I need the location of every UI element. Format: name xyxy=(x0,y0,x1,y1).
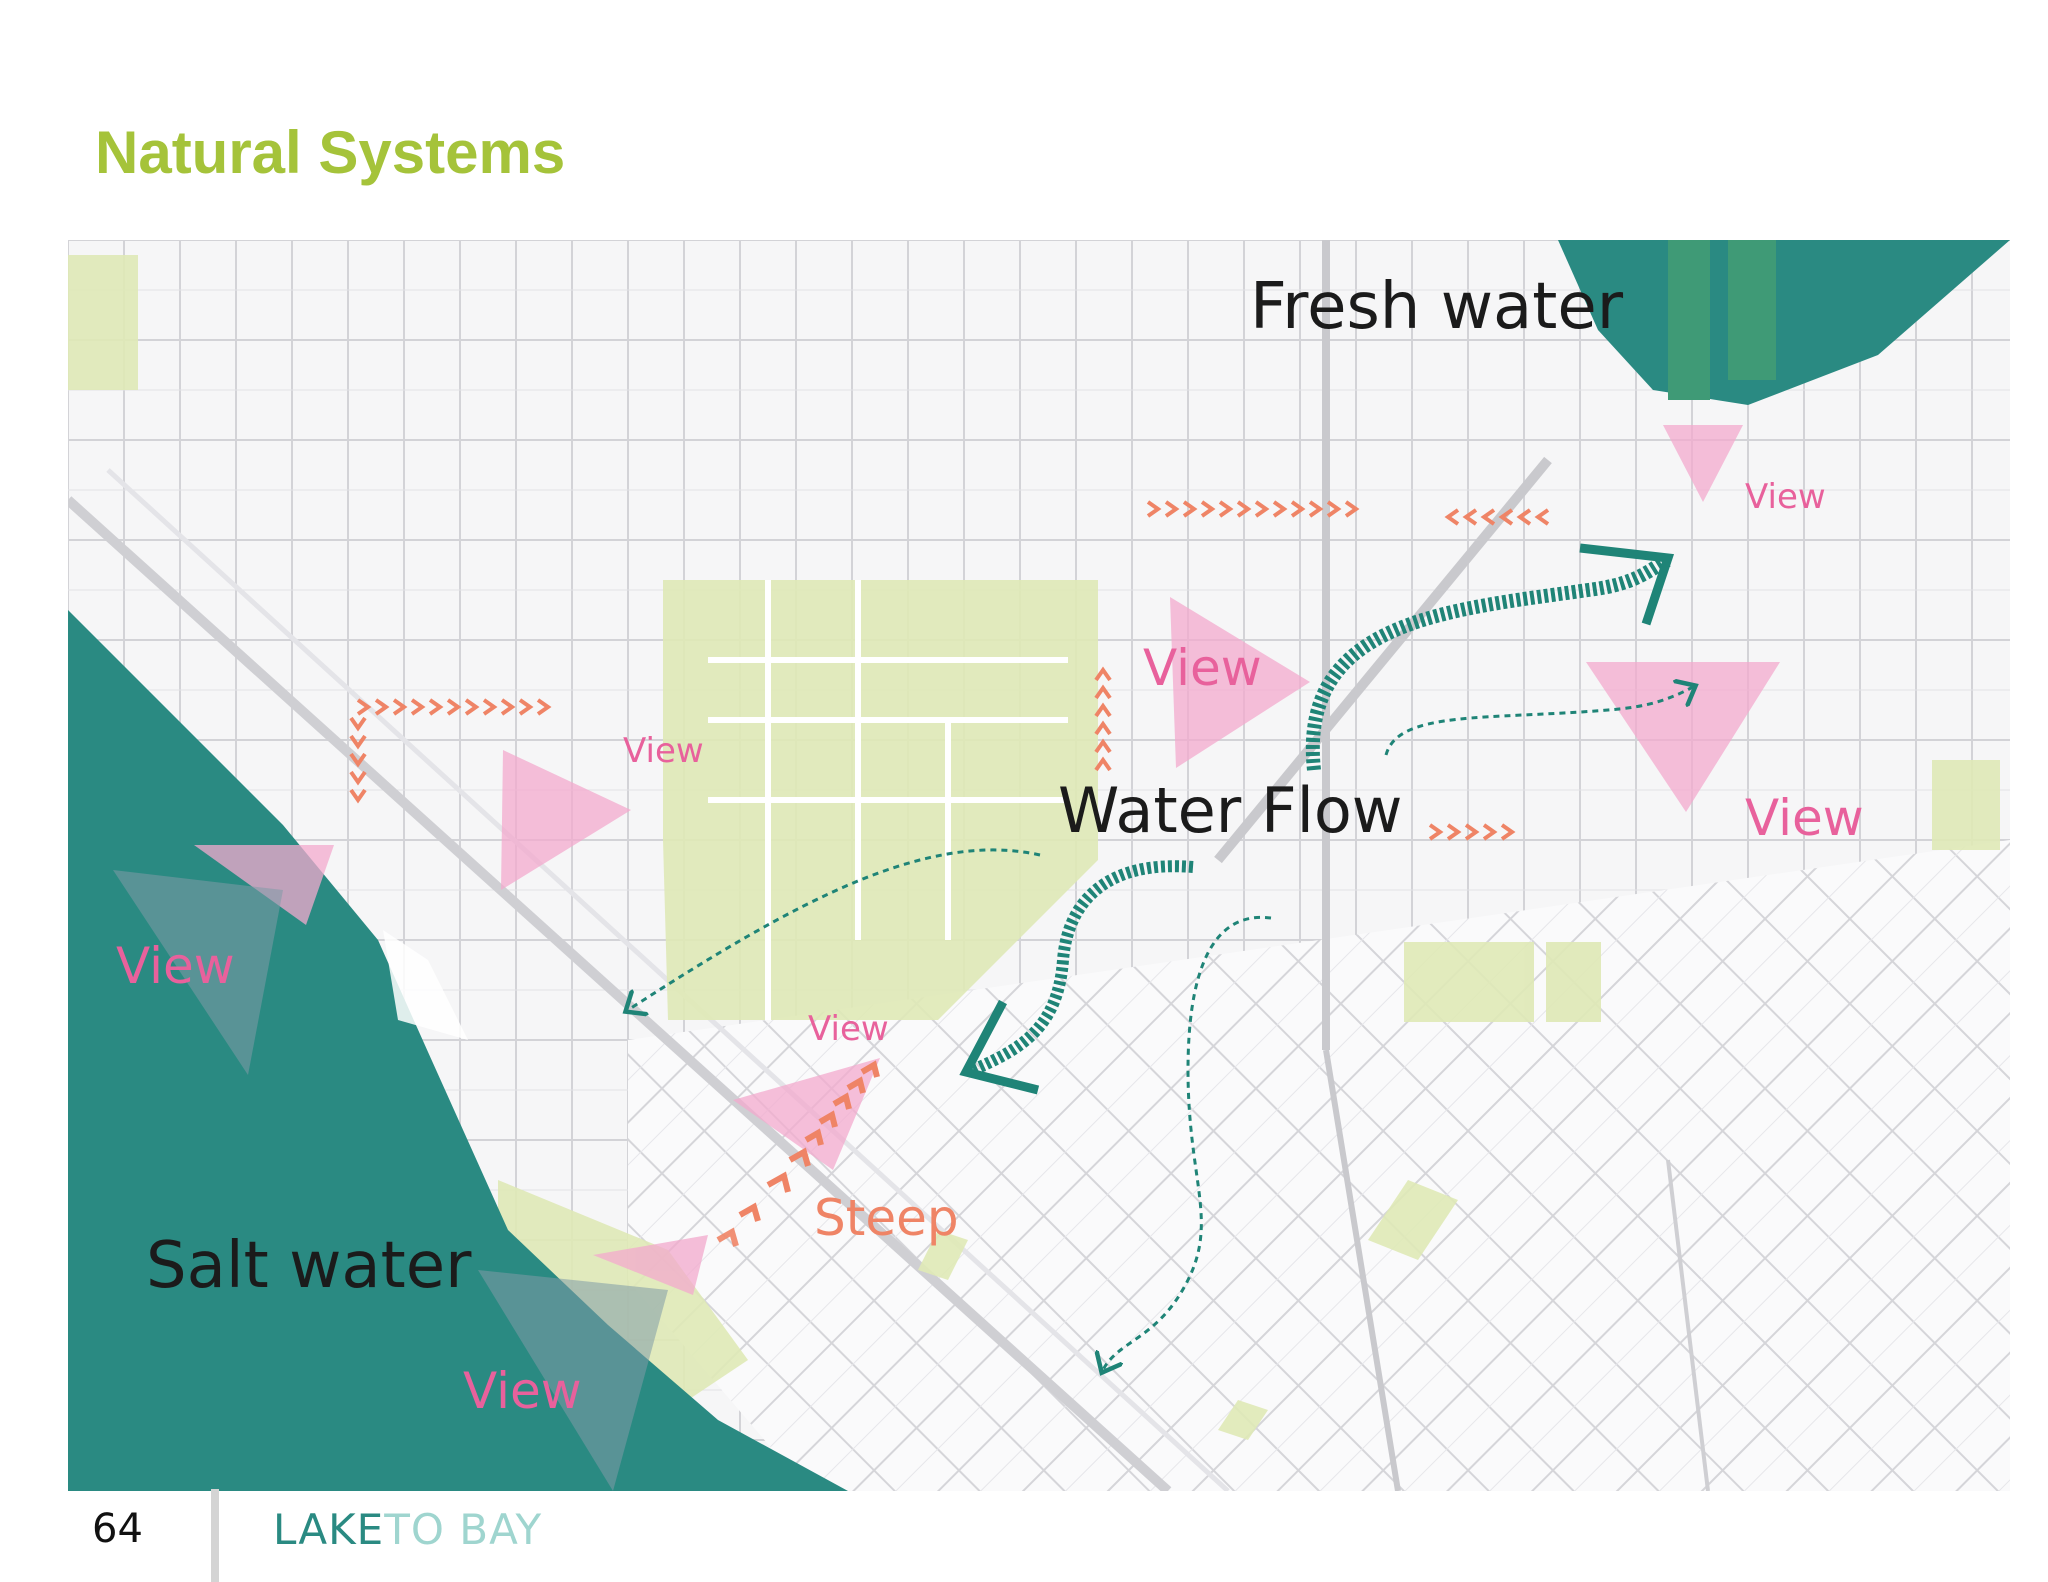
flow-path-east xyxy=(1384,687,1693,756)
salt-water xyxy=(68,610,848,1491)
view-cone-bay-south xyxy=(593,1235,708,1295)
park-patch-3 xyxy=(1218,1400,1268,1440)
steep-arrows-north xyxy=(1146,500,1360,518)
steep-arrows-west-h xyxy=(356,698,552,716)
park-east-2 xyxy=(1546,942,1601,1022)
brand-bay: BAY xyxy=(459,1505,543,1554)
brand-wordmark: LAKETO BAY xyxy=(273,1505,542,1554)
park-far-east xyxy=(1932,760,2000,850)
park-patch-2 xyxy=(1368,1180,1458,1260)
label-view-east: View xyxy=(1745,789,1864,847)
label-water-flow: Water Flow xyxy=(1058,774,1403,847)
label-view-south: View xyxy=(808,1009,889,1049)
label-salt-water: Salt water xyxy=(146,1229,472,1303)
view-cone-lake xyxy=(1663,425,1743,502)
brand-to: TO xyxy=(384,1505,445,1554)
park-nw xyxy=(68,255,138,390)
park-east-1 xyxy=(1404,942,1534,1022)
footer-divider xyxy=(211,1489,219,1582)
flow-arrow-southwest-head xyxy=(959,999,1040,1095)
steep-chevrons xyxy=(349,500,1550,841)
fresh-water xyxy=(1558,240,2010,405)
park-paths xyxy=(708,580,1068,1020)
steep-arrows-northeast xyxy=(1444,508,1550,526)
park-patch-1 xyxy=(918,1230,968,1280)
steep-slope-arrows xyxy=(716,1060,880,1247)
view-cone-bay-north xyxy=(194,845,334,925)
steep-arrows-park xyxy=(1094,666,1112,772)
view-cone-south xyxy=(733,1058,880,1170)
view-cone-east xyxy=(1586,662,1780,812)
label-fresh-water: Fresh water xyxy=(1250,270,1624,344)
view-cones xyxy=(194,425,1780,1295)
natural-systems-map: Fresh water Salt water Water Flow Steep … xyxy=(68,240,2010,1491)
flow-arrow-northeast-head xyxy=(1579,543,1675,626)
steep-arrows-west-v xyxy=(349,716,367,804)
steep-arrows-center xyxy=(1428,823,1516,841)
view-shadow-south xyxy=(478,1270,668,1491)
label-view-center: View xyxy=(1143,639,1262,697)
brand-lake: LAKE xyxy=(273,1505,385,1554)
label-view-bay-north: View xyxy=(116,937,235,995)
view-cone-shadows xyxy=(113,870,668,1491)
flow-arrow-northeast xyxy=(1305,553,1672,771)
flow-path-west xyxy=(628,848,1041,1010)
page-number: 64 xyxy=(92,1506,143,1552)
label-view-bay-south: View xyxy=(463,1362,582,1420)
label-view-west: View xyxy=(623,731,704,771)
view-cone-center xyxy=(1170,597,1310,768)
flow-arrow-southwest xyxy=(970,860,1194,1076)
label-view-lake: View xyxy=(1745,477,1826,517)
view-shadow-north xyxy=(113,870,283,1075)
water-flow-arrows xyxy=(628,543,1693,1370)
label-steep: Steep xyxy=(814,1189,959,1247)
view-cone-west xyxy=(501,750,631,890)
page-title: Natural Systems xyxy=(95,119,566,186)
